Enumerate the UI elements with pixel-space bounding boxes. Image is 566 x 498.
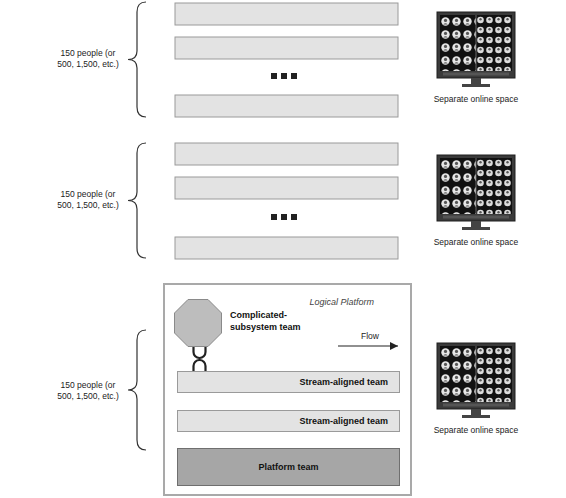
curly-brace	[128, 330, 146, 450]
group-size-label: 150 people (or 500, 1,500, etc.)	[42, 189, 134, 211]
stream-aligned-team: Stream-aligned team	[177, 371, 400, 393]
ellipsis-dot	[271, 73, 277, 79]
stream-aligned-team: Stream-aligned team	[177, 410, 400, 432]
team-bar	[175, 177, 398, 199]
node-label: Complicated-subsystem team	[230, 309, 314, 333]
ellipsis-dot	[281, 214, 287, 220]
online-space-caption: Separate online space	[426, 237, 526, 248]
ellipsis-dot	[281, 73, 287, 79]
monitor-icon	[437, 343, 515, 418]
team-bar	[175, 237, 398, 259]
flow-label: Flow	[348, 331, 392, 342]
group-size-label: 150 people (or 500, 1,500, etc.)	[42, 380, 134, 402]
curly-brace	[128, 2, 146, 117]
ellipsis-dot	[291, 73, 297, 79]
node-label: Platform team	[258, 462, 318, 473]
node-label: Stream-aligned team	[299, 377, 388, 388]
ellipsis-dot	[291, 214, 297, 220]
monitor-icon	[437, 155, 515, 230]
octagon-shape	[174, 299, 222, 347]
team-bar	[175, 37, 398, 59]
team-bar	[175, 95, 398, 117]
node-label: Stream-aligned team	[299, 416, 388, 427]
octagon-outline	[175, 300, 222, 347]
logical-platform-box: Complicated-subsystem teamStream-aligned…	[163, 283, 412, 496]
online-space-caption: Separate online space	[426, 425, 526, 436]
team-bar	[175, 3, 398, 25]
online-space-caption: Separate online space	[426, 94, 526, 105]
monitor-icon	[437, 12, 515, 87]
curly-brace	[128, 143, 146, 258]
platform-team: Platform team	[177, 448, 400, 486]
ellipsis-dot	[271, 214, 277, 220]
team-bar	[175, 143, 398, 165]
node-label: Logical Platform	[309, 297, 374, 308]
group-size-label: 150 people (or 500, 1,500, etc.)	[42, 48, 134, 70]
complicated-subsystem-team: Complicated-subsystem team	[174, 299, 222, 347]
